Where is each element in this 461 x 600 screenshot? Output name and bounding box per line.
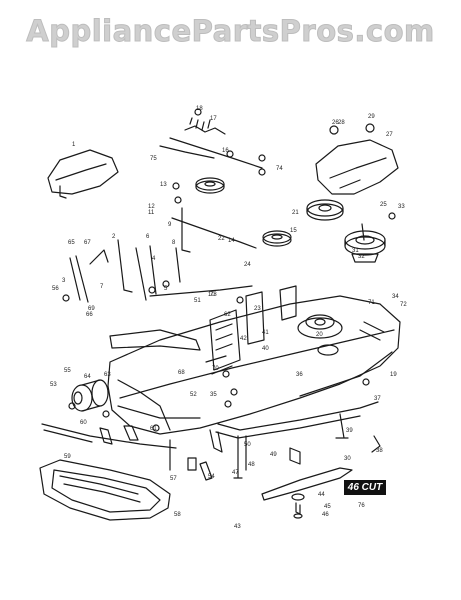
callout-41: 41 [262,330,269,336]
mower-blade-part [261,467,353,519]
callout-45: 45 [324,504,331,510]
discharge-chute-part [39,459,171,521]
callout-53: 53 [50,382,57,388]
cut-width-badge: 46 CUT [344,480,386,495]
callout-40: 40 [262,346,269,352]
callout-32: 32 [358,254,365,260]
callout-58: 58 [174,512,181,518]
callout-35: 35 [210,392,217,398]
cut-width-label: 46 CUT [347,482,383,493]
callout-19: 19 [390,372,397,378]
callout-47: 47 [232,470,239,476]
callout-22: 22 [218,236,225,242]
callout-61: 61 [150,426,157,432]
belt-shield-part [47,149,119,199]
callout-55: 55 [64,368,71,374]
callout-20: 20 [316,332,323,338]
callout-26: 26 [332,120,339,126]
fasteners [62,123,396,481]
callout-36: 36 [296,372,303,378]
callout-1: 1 [72,142,76,148]
callout-51: 51 [194,298,201,304]
callout-13: 13 [160,182,167,188]
callout-62: 62 [224,312,231,318]
callout-25: 25 [380,202,387,208]
callout-52: 52 [190,392,197,398]
callout-31: 31 [352,248,359,254]
callout-69: 69 [88,306,95,312]
callout-57: 57 [170,476,177,482]
callout-72: 72 [400,302,407,308]
cut-width-ref-number: 76 [358,503,365,509]
callout-43: 43 [234,524,241,530]
callout-38: 38 [376,448,383,454]
callout-66: 66 [86,312,93,318]
callout-44: 44 [318,492,325,498]
idler-pulley-part-right [306,199,344,221]
callout-15: 15 [290,228,297,234]
callout-63: 63 [104,372,111,378]
callout-37: 37 [374,396,381,402]
callout-10: 10 [208,292,215,298]
callout-2: 2 [112,234,116,240]
callout-27: 27 [386,132,393,138]
callout-16: 16 [222,148,229,154]
callout-7: 7 [100,284,104,290]
callout-23: 23 [254,306,261,312]
callout-67: 67 [84,240,91,246]
callout-14: 14 [228,238,235,244]
callout-30: 30 [344,456,351,462]
lift-arm-part [109,329,201,351]
callout-17: 17 [210,116,217,122]
callout-9: 9 [168,222,172,228]
belt-shield-right-part [315,139,399,195]
idler-pulley-part-mid [262,230,292,247]
callout-64: 64 [84,374,91,380]
callout-65: 65 [68,240,75,246]
callout-73: 73 [210,292,217,298]
callout-71: 71 [368,300,375,306]
idler-pulley-part [195,177,225,194]
callout-6: 6 [146,234,150,240]
callout-70: 70 [212,366,219,372]
spring-assembly [159,108,263,169]
callout-18: 18 [196,106,203,112]
callout-42: 42 [240,336,247,342]
deck-mount-bracket [209,285,297,371]
callout-5: 5 [164,286,168,292]
callout-39: 39 [346,428,353,434]
callout-numbers: 1234567891011121314151617181920212223242… [50,106,407,530]
spindle-pulley-part [344,230,386,263]
callout-11: 11 [148,210,155,216]
watermark-logo: AppliancePartsPros.com [26,14,435,49]
callout-24: 24 [244,262,251,268]
callout-3: 3 [62,278,66,284]
callout-56: 56 [52,286,59,292]
callout-60: 60 [80,420,87,426]
linkage-rods [69,207,257,303]
callout-68: 68 [178,370,185,376]
callout-28: 28 [338,120,345,126]
callout-21: 21 [292,210,299,216]
callout-74: 74 [276,166,283,172]
callout-48: 48 [248,462,255,468]
callout-29: 29 [368,114,375,120]
callout-8: 8 [172,240,176,246]
gauge-wheel-part [71,379,109,412]
callout-49: 49 [270,452,277,458]
front-axle-rod [41,379,177,449]
callout-59: 59 [64,454,71,460]
callout-12: 12 [148,204,155,210]
callout-34: 34 [392,294,399,300]
callout-54: 54 [208,474,215,480]
mower-deck-housing [107,295,401,435]
side-rail-part [209,401,379,453]
callout-33: 33 [398,204,405,210]
callout-4: 4 [152,256,156,262]
callout-46: 46 [322,512,329,518]
callout-75: 75 [150,156,157,162]
callout-50: 50 [244,442,251,448]
